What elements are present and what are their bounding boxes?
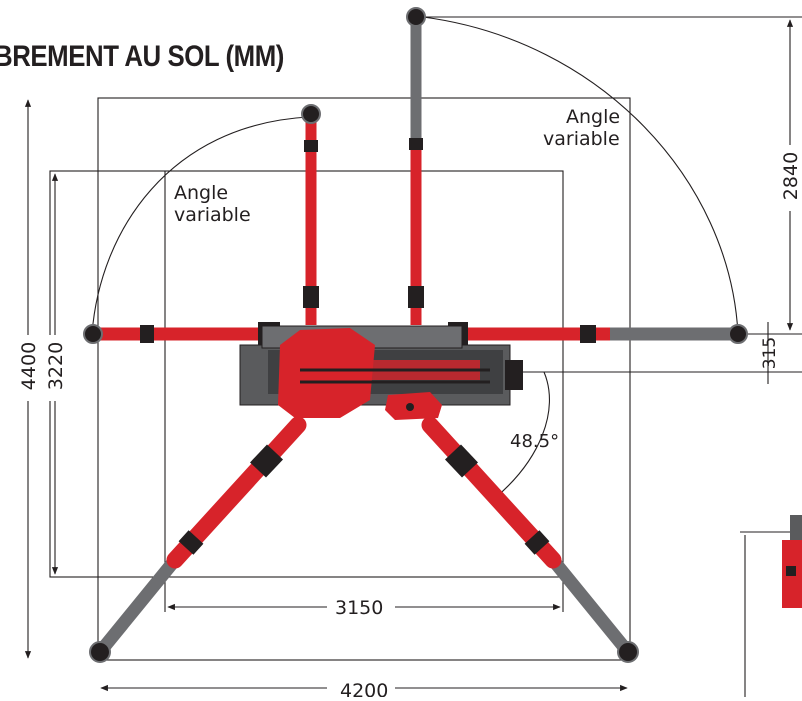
side-view-partial-machine bbox=[740, 515, 802, 697]
machine-chassis bbox=[239, 325, 523, 420]
left-angle-arc bbox=[91, 116, 309, 335]
page-title: BREMENT AU SOL (MM) bbox=[0, 40, 284, 73]
angle-variable-left-line2: variable bbox=[174, 204, 251, 226]
right-offset-label: 315 bbox=[760, 337, 780, 369]
outrigger-lower-left bbox=[93, 416, 307, 659]
outrigger-left-vertical bbox=[303, 117, 319, 325]
right-height-label: 2840 bbox=[780, 152, 802, 200]
angle-variable-right-line1: Angle bbox=[566, 106, 620, 128]
outrigger-right-horizontal bbox=[448, 322, 738, 346]
outer-footprint-rect bbox=[97, 97, 631, 661]
angle-48-arc bbox=[494, 371, 551, 499]
angle-value-label: 48.5° bbox=[510, 431, 559, 452]
angle-variable-right-line2: variable bbox=[543, 128, 620, 150]
outrigger-lower-right bbox=[421, 416, 635, 659]
outrigger-pads bbox=[83, 7, 748, 663]
outrigger-left-horizontal bbox=[93, 322, 280, 346]
angle-variable-left-line1: Angle bbox=[174, 182, 228, 204]
height-outer-label: 4400 bbox=[18, 342, 40, 390]
right-angle-arc bbox=[422, 16, 739, 335]
width-outer-label: 4200 bbox=[340, 680, 388, 697]
height-inner-label: 3220 bbox=[45, 342, 67, 390]
outrigger-right-vertical bbox=[408, 17, 424, 325]
width-inner-label: 3150 bbox=[335, 597, 383, 619]
